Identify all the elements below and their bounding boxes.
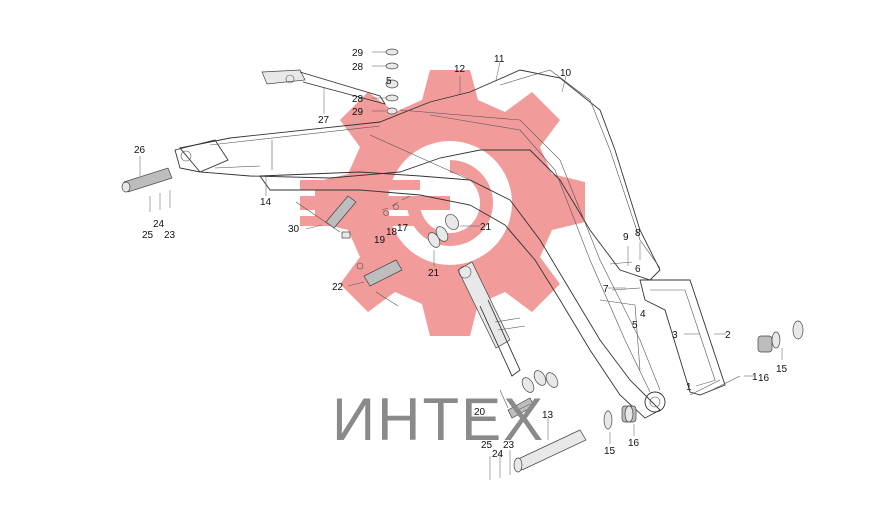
callout-12: 12 (454, 64, 466, 75)
callout-4: 4 (640, 309, 646, 320)
pin-13 (489, 429, 587, 480)
pin-20 (499, 389, 535, 419)
callout-17: 17 (397, 223, 409, 234)
callout-labels: 29 28 5 28 29 27 12 11 10 26 14 25 24 23… (134, 48, 788, 460)
callout-18: 18 (386, 227, 398, 238)
washers-21 (427, 214, 459, 248)
callout-16: 16 (758, 373, 770, 384)
callout-10: 10 (560, 68, 572, 79)
callout-3: 3 (672, 330, 678, 341)
watermark-text: ИНТЕХ (332, 386, 545, 453)
callout-23: 23 (164, 230, 176, 241)
pin-26 (121, 167, 173, 212)
callout-11: 11 (494, 54, 505, 65)
pin-30 (295, 195, 357, 239)
callout-24: 24 (153, 219, 165, 230)
callout-7: 7 (603, 284, 609, 295)
callout-1: 1 (686, 382, 692, 393)
callout-13: 13 (542, 410, 554, 421)
bolts-17-19 (381, 195, 411, 216)
callout-30: 30 (288, 224, 300, 235)
callout-25: 25 (142, 230, 154, 241)
callout-5: 5 (386, 76, 392, 87)
callout-15: 15 (776, 364, 788, 375)
callout-19: 19 (374, 235, 386, 246)
hydraulic-cylinder-27 (261, 69, 386, 105)
callout-29: 29 (352, 48, 364, 59)
callout-14: 14 (260, 197, 272, 208)
callout-27: 27 (318, 115, 330, 126)
callout-16: 16 (628, 438, 640, 449)
bushings-right (609, 261, 804, 396)
callout-21: 21 (480, 222, 492, 233)
callout-26: 26 (134, 145, 146, 156)
callout-15: 15 (604, 446, 616, 457)
callout-25: 25 (481, 440, 493, 451)
callout-20: 20 (474, 407, 486, 418)
callout-22: 22 (332, 282, 344, 293)
callout-21: 21 (428, 268, 440, 279)
callout-29: 29 (352, 107, 364, 118)
hydraulic-cylinder-middle (457, 261, 559, 393)
callout-24: 24 (492, 449, 504, 460)
pin-22 (356, 259, 403, 307)
callout-1: 1 (752, 372, 758, 383)
callout-28: 28 (352, 94, 364, 105)
bushings-lower (603, 405, 637, 430)
callout-6: 6 (635, 264, 641, 275)
callout-2: 2 (725, 330, 731, 341)
callout-9: 9 (623, 232, 629, 243)
callout-23: 23 (503, 440, 515, 451)
washer-stack (385, 48, 399, 115)
callout-8: 8 (635, 228, 641, 239)
boom-assembly (174, 69, 726, 419)
callout-28: 28 (352, 62, 364, 73)
leader-lines (139, 51, 783, 444)
callout-5: 5 (632, 320, 638, 331)
